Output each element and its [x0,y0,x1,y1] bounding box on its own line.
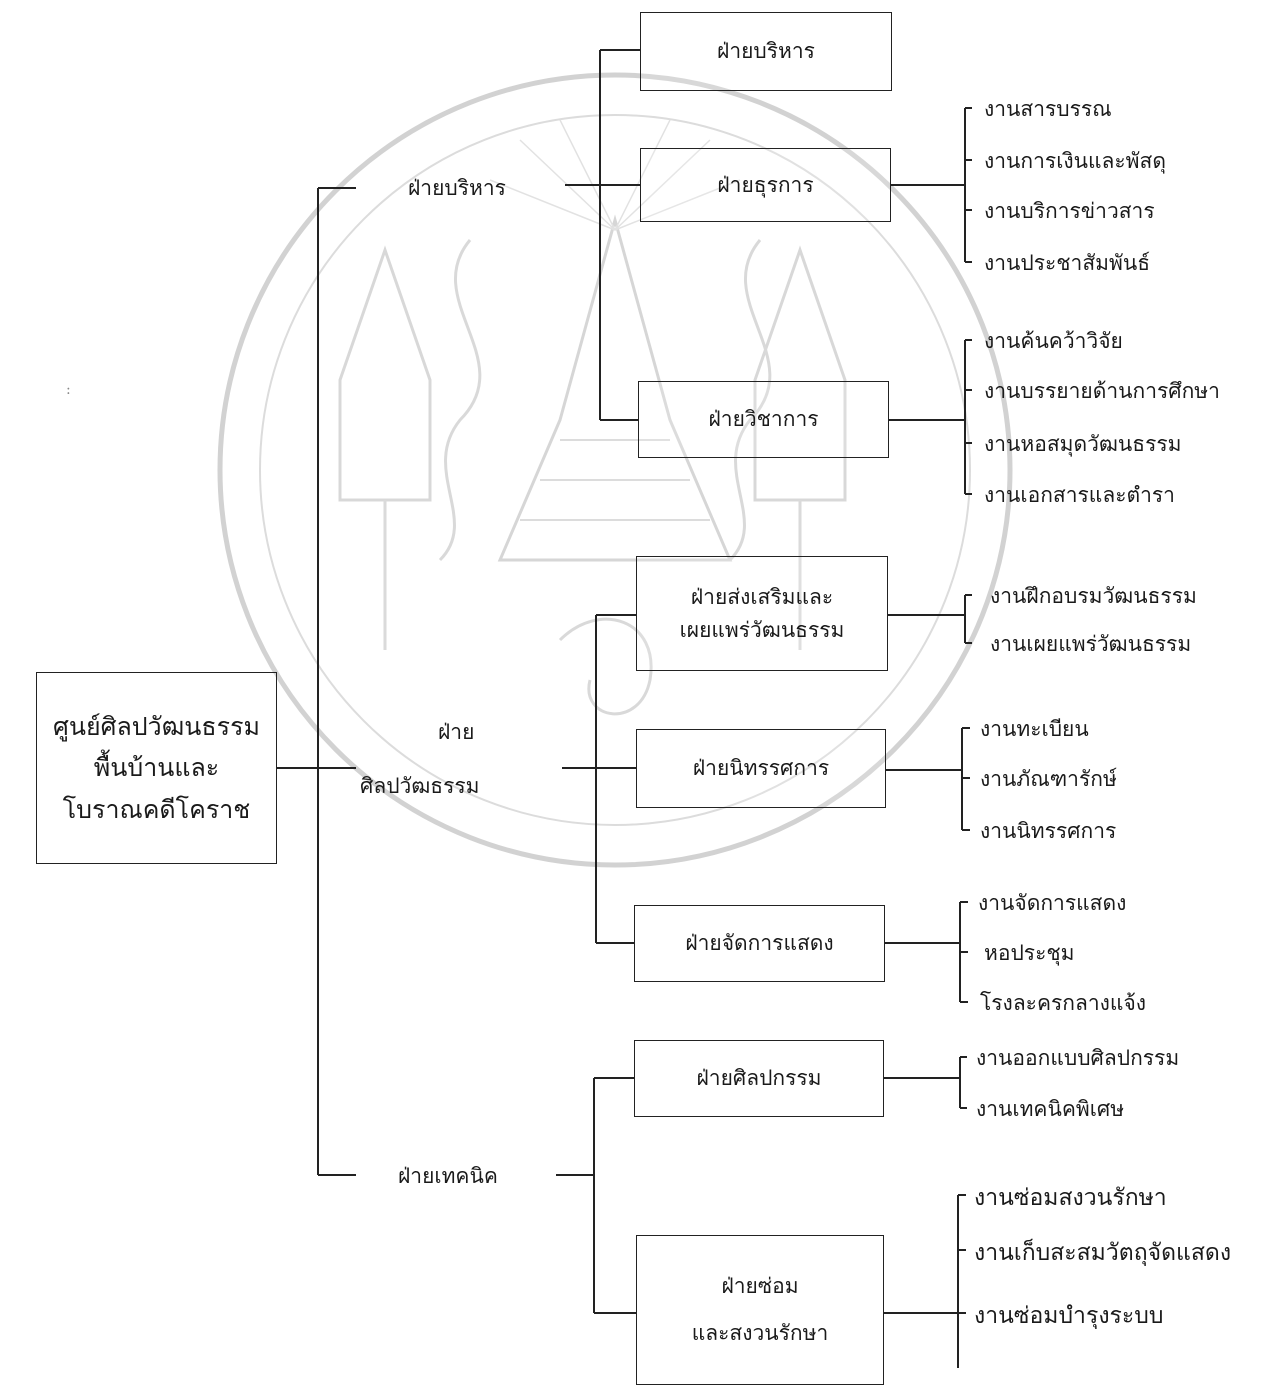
unit-performance-label: ฝ่ายจัดการแสดง [685,931,834,956]
unit-arts-label: ฝ่ายศิลปกรรม [696,1066,822,1091]
unit-promotion-label-2: เผยแพร่วัฒนธรรม [679,617,845,642]
unit-repair-label-2: และสงวนรักษา [691,1321,829,1345]
unit-academic-box: ฝ่ายวิชาการ [638,381,889,458]
branch-culture-label-1: ฝ่าย [438,720,475,744]
task-item: งานซ่อมบำรุงระบบ [974,1303,1164,1329]
branch-admin-label: ฝ่ายบริหาร [408,176,506,200]
root-line: ศูนย์ศิลปวัฒนธรรม [53,712,260,742]
task-item: งานนิทรรศการ [980,819,1117,843]
task-item: โรงละครกลางแจ้ง [980,991,1147,1015]
unit-exhibition-label: ฝ่ายนิทรรศการ [692,756,830,781]
task-item: งานหอสมุดวัฒนธรรม [984,432,1182,456]
root-box: ศูนย์ศิลปวัฒนธรรม พื้นบ้านและ โบราณคดีโค… [36,672,277,864]
root-line: โบราณคดีโคราช [62,794,251,824]
task-item: งานเทคนิคพิเศษ [976,1097,1125,1121]
unit-promotion-box: ฝ่ายส่งเสริมและ เผยแพร่วัฒนธรรม [636,556,888,671]
unit-exhibition-box: ฝ่ายนิทรรศการ [636,729,886,808]
unit-admin-office-label: ฝ่ายบริหาร [717,39,815,64]
unit-academic-label: ฝ่ายวิชาการ [708,407,819,432]
unit-general-affairs-label: ฝ่ายธุรการ [717,172,814,197]
task-item: งานค้นคว้าวิจัย [984,329,1123,353]
task-item: งานการเงินและพัสดุ [984,149,1166,173]
unit-general-affairs-box: ฝ่ายธุรการ [640,148,891,222]
branch-technical-label: ฝ่ายเทคนิค [398,1164,498,1188]
task-item: งานเอกสารและตำรา [984,483,1175,507]
task-item: งานฝึกอบรมวัฒนธรรม [990,584,1197,608]
unit-arts-box: ฝ่ายศิลปกรรม [634,1040,884,1117]
task-item: งานบรรยายด้านการศึกษา [984,379,1220,403]
unit-promotion-label-1: ฝ่ายส่งเสริมและ [690,584,834,609]
unit-performance-box: ฝ่ายจัดการแสดง [634,905,885,982]
task-item: หอประชุม [984,941,1075,965]
task-item: งานเก็บสะสมวัตถุจัดแสดง [974,1240,1232,1266]
branch-culture-label-2: ศิลปวัฒธรรม [360,774,480,798]
root-line: พื้นบ้านและ [93,753,220,783]
task-item: งานประชาสัมพันธ์ [984,251,1151,275]
task-item: งานบริการข่าวสาร [984,199,1155,223]
unit-repair-label-1: ฝ่ายซ่อม [721,1274,799,1299]
task-item: งานสารบรรณ [984,97,1112,121]
unit-admin-office-box: ฝ่ายบริหาร [640,12,892,91]
task-item: งานทะเบียน [980,717,1089,741]
task-item: งานซ่อมสงวนรักษา [974,1185,1167,1211]
stray-mark: : [66,382,71,398]
task-item: งานเผยแพร่วัฒนธรรม [990,632,1192,656]
unit-repair-box: ฝ่ายซ่อม และสงวนรักษา [636,1235,884,1385]
task-item: งานภัณฑารักษ์ [980,767,1117,791]
task-item: งานออกแบบศิลปกรรม [976,1046,1180,1070]
task-item: งานจัดการแสดง [978,891,1127,915]
